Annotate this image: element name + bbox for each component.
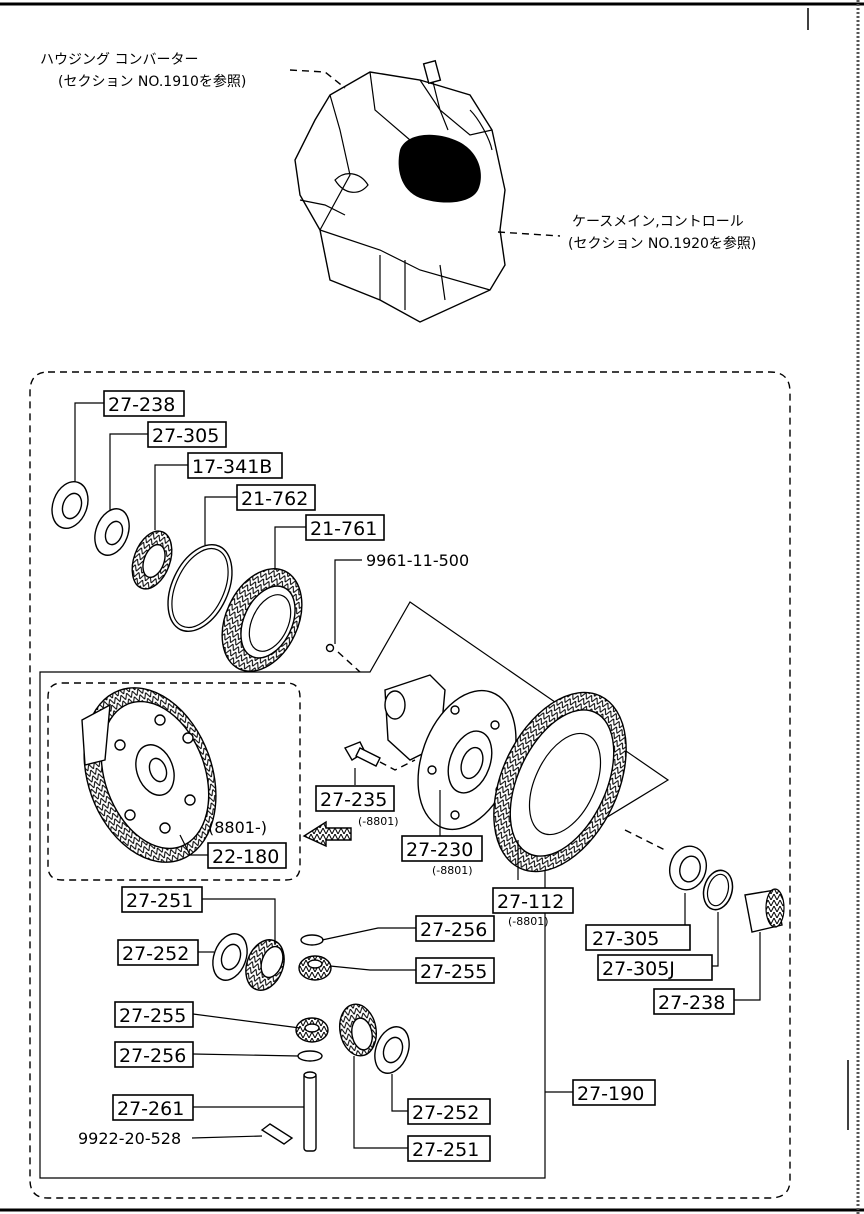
shim-ring [702,869,734,911]
label-text: 27-251 [126,890,193,912]
ref-case-main-title: ケースメイン,コントロール [572,214,744,230]
note-27-235: (-8801) [358,815,399,828]
thrust-washer-lower [374,1026,410,1074]
lock-pin [260,1123,294,1145]
ref-housing-converter-section: (セクション NO.1910を参照) [58,73,246,90]
label-21-761[interactable]: 21-761 [305,514,385,541]
side-bearing-right [669,845,707,891]
label-9922-20-528[interactable]: 9922-20-528 [78,1129,181,1148]
label-text: 27-238 [658,992,725,1014]
side-gear-upper [245,939,285,991]
label-text: 21-761 [310,518,377,540]
note-27-112: (-8801) [508,915,549,928]
pinion-washer-upper [300,934,324,946]
label-27-190[interactable]: 27-190 [572,1079,656,1106]
label-text: 27-230 [406,839,473,861]
alt-differential-assembly [81,687,217,863]
differential-location-shade [398,134,481,203]
label-text: 27-238 [108,394,175,416]
label-9961-11-500[interactable]: 9961-11-500 [366,551,469,570]
label-text: 27-112 [497,891,564,913]
label-21-762[interactable]: 21-762 [236,484,316,511]
label-text: 27-256 [119,1045,186,1067]
label-27-112[interactable]: 27-112 [492,887,574,914]
ref-housing-converter-title: ハウジング コンバーター [40,52,198,68]
label-text: 27-255 [119,1005,186,1027]
label-27-238-right[interactable]: 27-238 [653,988,735,1015]
differential-case [384,674,517,831]
label-text: 27-256 [420,919,487,941]
label-17-341b[interactable]: 17-341B [187,452,283,479]
label-text: 17-341B [192,456,272,478]
label-text: 27-252 [412,1102,479,1124]
label-text: 21-762 [241,488,308,510]
label-text: 27-261 [117,1098,184,1120]
pin-9961 [325,643,335,653]
label-text: 27-305J [602,958,675,980]
ref-case-main-section: (セクション NO.1920を参照) [568,235,756,252]
label-27-305-top[interactable]: 27-305 [147,421,227,448]
pinion-washer-lower [297,1050,323,1062]
alt-assembly-dashed-box [47,682,301,881]
side-gear-lower [339,1003,377,1057]
label-text: 22-180 [212,846,279,868]
note-27-230: (-8801) [432,864,473,877]
label-text: 27-252 [122,943,189,965]
alt-assembly-arrow [302,820,352,848]
label-27-256-bottom[interactable]: 27-256 [114,1041,194,1068]
side-bearing [94,508,130,556]
label-27-305-right[interactable]: 27-305 [585,924,691,951]
label-27-255-bottom[interactable]: 27-255 [114,1001,194,1028]
label-27-251-top[interactable]: 27-251 [121,886,203,913]
label-27-251-bottom[interactable]: 27-251 [407,1135,491,1162]
label-27-261[interactable]: 27-261 [112,1094,194,1121]
pinion-gear-lower [295,1017,329,1043]
speedometer-gear-drive [131,530,173,590]
label-27-238-top[interactable]: 27-238 [103,390,185,417]
thrust-washer-upper [212,933,248,981]
transmission-case [294,59,506,323]
label-27-252-bottom[interactable]: 27-252 [407,1098,491,1125]
label-27-256-top[interactable]: 27-256 [415,915,495,942]
label-27-230[interactable]: 27-230 [401,835,483,862]
label-text: 27-190 [577,1083,644,1105]
pinion-shaft [303,1071,317,1152]
side-bearing-oil-seal [51,481,89,529]
oil-seal-right [744,888,785,933]
label-text: 27-235 [320,789,387,811]
label-22-180[interactable]: 22-180 [207,842,287,869]
ring-gear-bolt [343,741,381,767]
snap-ring [167,543,233,633]
label-text: 27-305 [592,928,659,950]
ring-gear [493,691,627,873]
note-22-180: (8801-) [208,818,267,837]
label-text: 27-251 [412,1139,479,1161]
label-27-305j[interactable]: 27-305J [597,954,713,981]
label-27-235[interactable]: 27-235 [315,785,395,812]
drive-gear-ring [221,568,303,672]
label-text: 27-305 [152,425,219,447]
pinion-gear-upper [298,955,332,981]
label-text: 27-255 [420,961,487,983]
assembly-dashed-boundary [29,371,791,1199]
label-27-252-top[interactable]: 27-252 [117,939,199,966]
label-27-255-top[interactable]: 27-255 [415,957,495,984]
